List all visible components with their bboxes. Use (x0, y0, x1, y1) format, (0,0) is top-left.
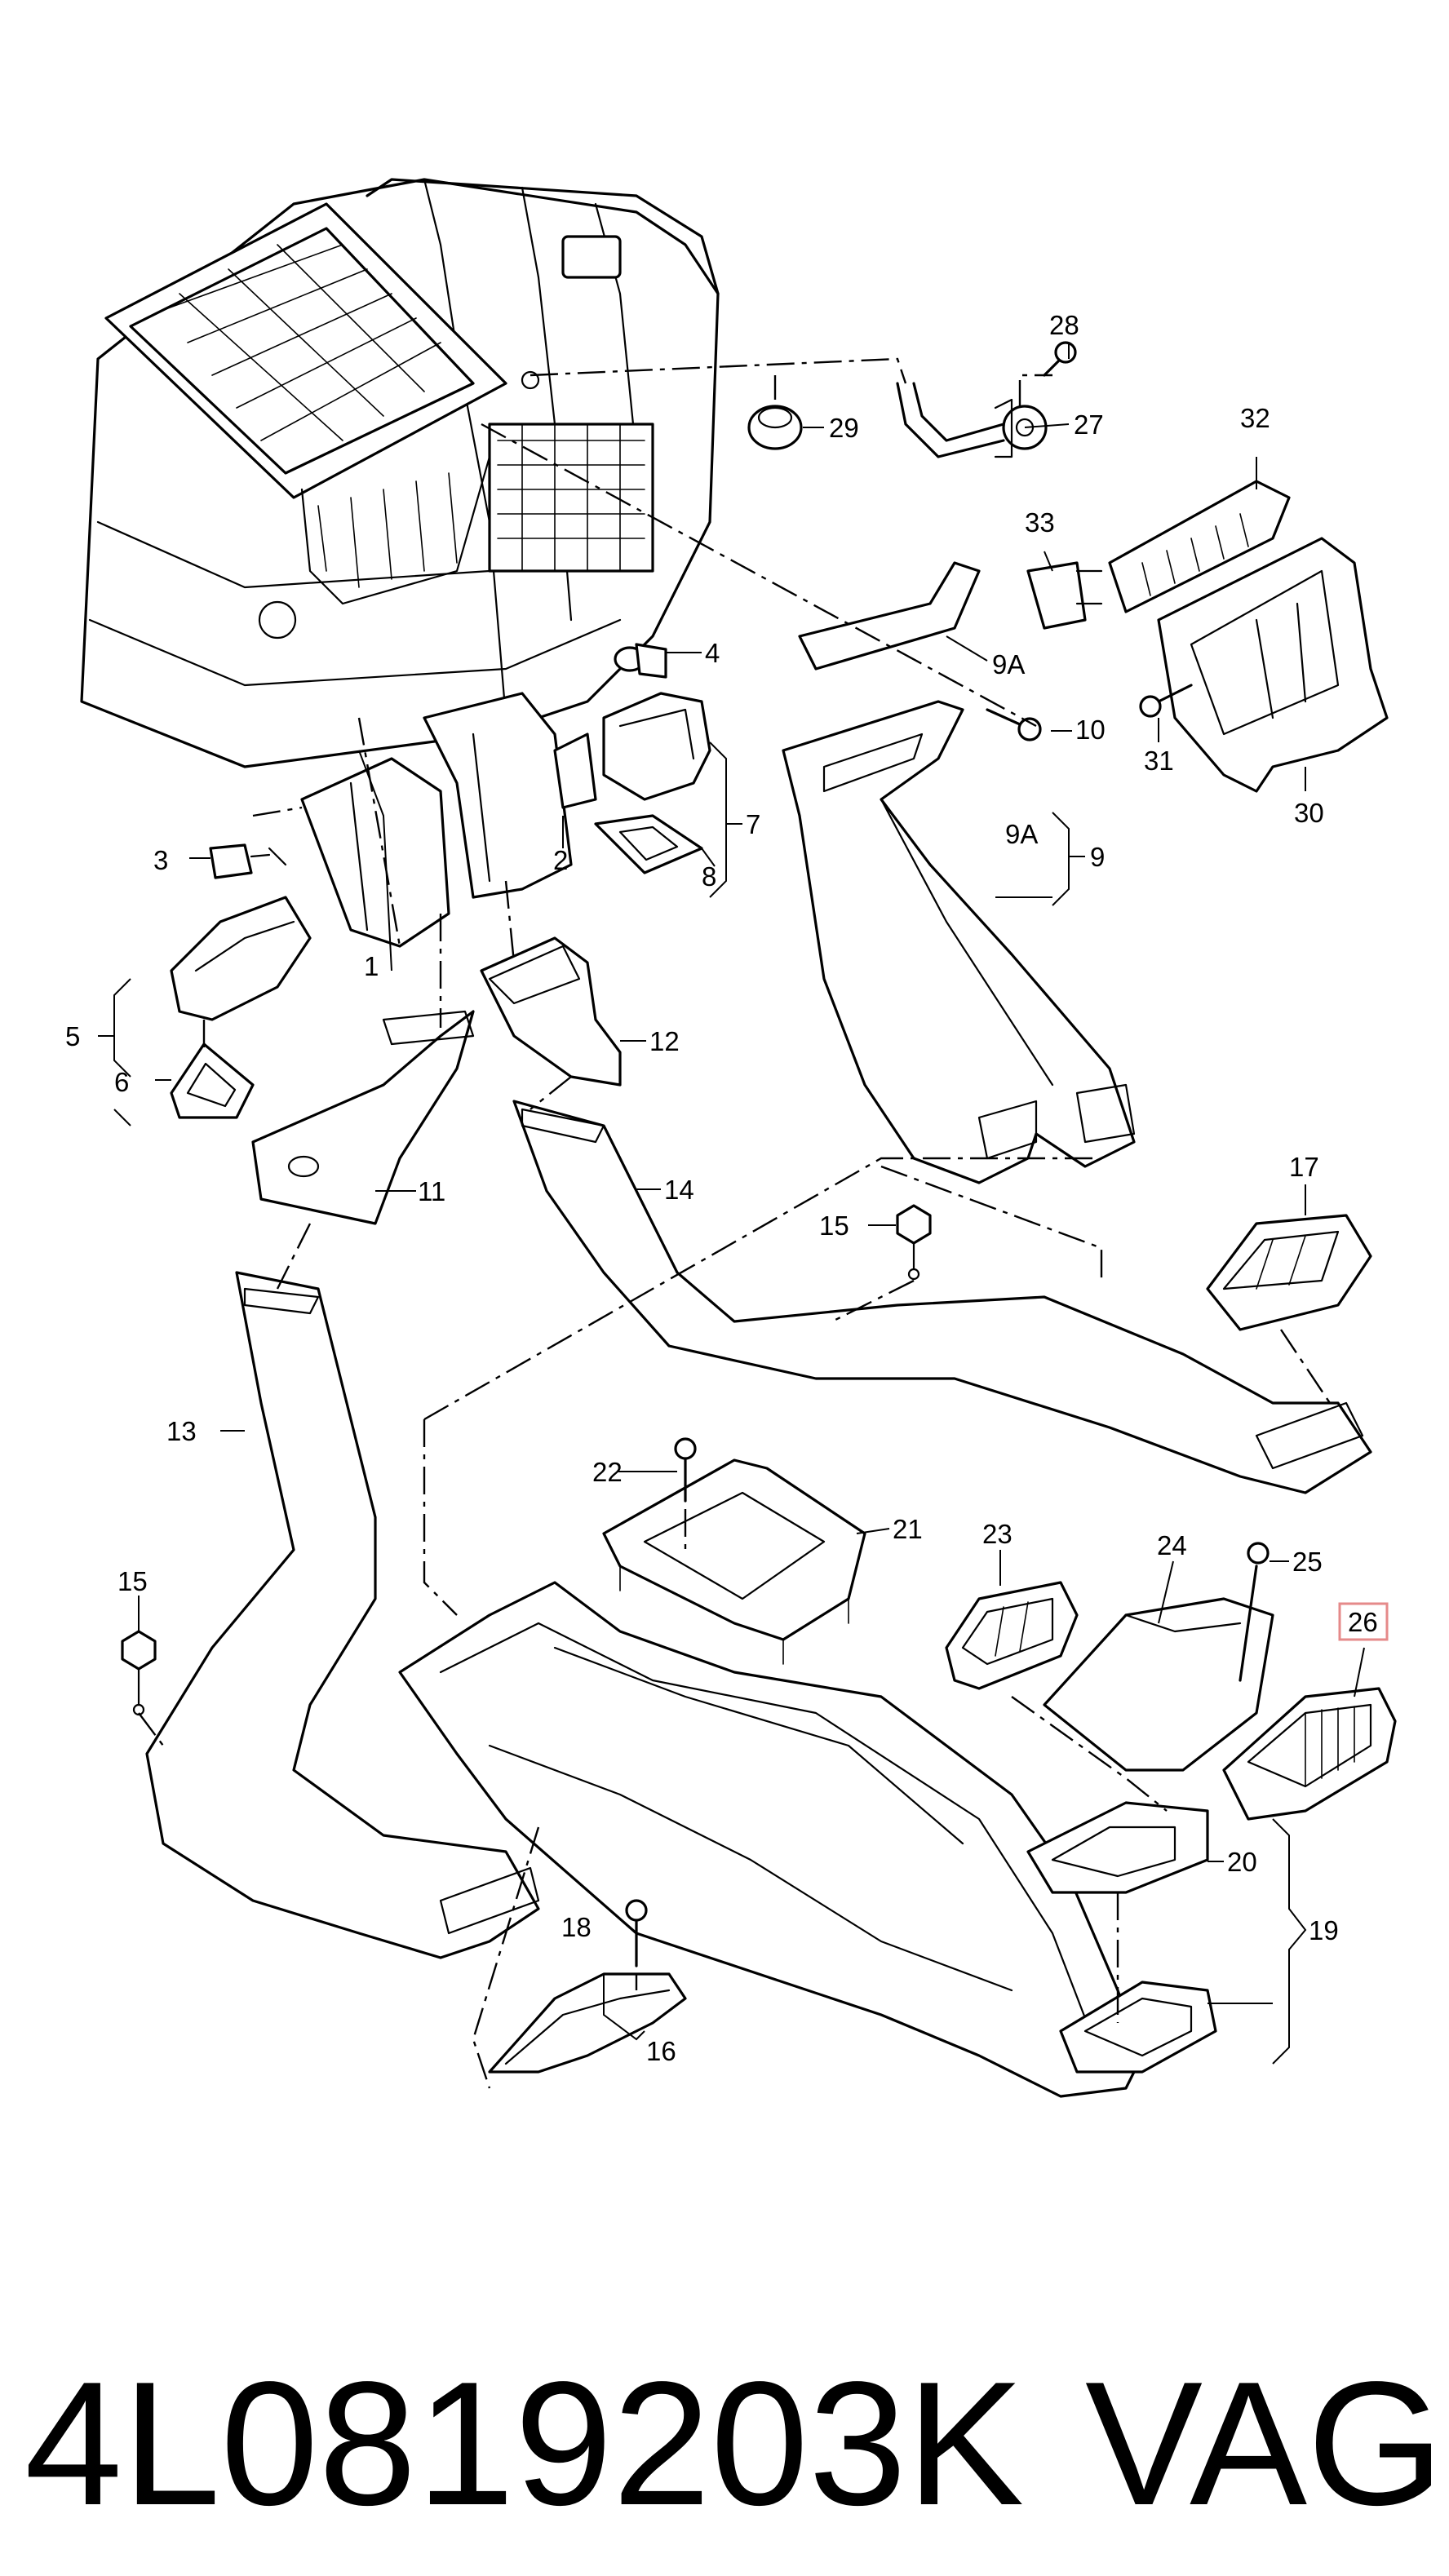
part-9-duct (782, 700, 1136, 1184)
callout-1: 1 (364, 951, 379, 981)
part-8-seal (594, 814, 703, 874)
heater-housing (80, 178, 720, 768)
part-4-sensor (586, 643, 667, 703)
part-19-floor-duct (398, 1581, 1144, 2098)
callout-10: 10 (1075, 715, 1106, 745)
callout-26: 26 (1348, 1607, 1378, 1637)
center-duct-assembly (300, 692, 597, 948)
part-10-screw (986, 708, 1042, 741)
callout-18: 18 (561, 1912, 592, 1942)
callout-9a-upper: 9A (992, 649, 1025, 679)
callout-22: 22 (592, 1457, 623, 1487)
part-17-vent (1206, 1214, 1372, 1331)
part-14-duct (512, 1100, 1372, 1494)
callout-31: 31 (1144, 746, 1174, 776)
callout-13: 13 (166, 1416, 197, 1446)
part-3-sensor (209, 843, 287, 879)
part-5-duct (170, 896, 312, 1021)
callout-24: 24 (1157, 1530, 1187, 1560)
callout-27: 27 (1074, 409, 1104, 440)
callout-labels: 1 2 3 4 5 6 7 8 9A 9A 9 10 11 12 13 14 1… (65, 310, 1389, 2066)
callout-19: 19 (1309, 1915, 1339, 1945)
part-number: 4L0819203K (24, 2344, 1024, 2542)
assembly-lines (138, 357, 1331, 2089)
callout-16: 16 (646, 2036, 676, 2066)
callout-9a-lower: 9A (1005, 819, 1038, 849)
brand-name: VAG (1085, 2344, 1444, 2542)
part-13-duct (145, 1271, 540, 1959)
callout-15-upper: 15 (819, 1211, 849, 1241)
part-32-vent (1108, 480, 1291, 613)
callout-17: 17 (1289, 1152, 1319, 1182)
hose (896, 382, 1005, 458)
callout-33: 33 (1025, 507, 1055, 538)
callout-32: 32 (1240, 403, 1270, 433)
callout-8: 8 (702, 861, 716, 892)
part-30-vent-housing (1157, 537, 1389, 793)
part-20-seal (1026, 1801, 1209, 1894)
callout-15-lower: 15 (117, 1566, 148, 1596)
part-15-nut-lower (121, 1630, 157, 1716)
callout-28: 28 (1049, 310, 1079, 340)
callout-3: 3 (153, 845, 168, 875)
callout-12: 12 (649, 1026, 680, 1056)
part-33-switch (1026, 561, 1103, 630)
callout-30: 30 (1294, 798, 1324, 828)
callout-26-highlight (1338, 1602, 1389, 1641)
part-24-trim (1043, 1597, 1274, 1772)
callout-4: 4 (705, 638, 720, 668)
part-16-duct (488, 1972, 687, 2074)
leader-lines (98, 343, 1365, 2065)
part-18-screw (625, 1899, 648, 1967)
part-12-duct (480, 936, 622, 1087)
part-27-actuator (994, 398, 1048, 458)
callout-2: 2 (553, 845, 568, 875)
part-6-seal (170, 1042, 255, 1119)
callout-23: 23 (982, 1519, 1013, 1549)
part-28-screw (1043, 341, 1077, 377)
part-26-rear-vent (1222, 1687, 1397, 1821)
part-23-vent (945, 1581, 1079, 1690)
callout-11: 11 (418, 1176, 445, 1206)
callout-5: 5 (65, 1021, 80, 1051)
part-9a-upper-duct (798, 561, 981, 671)
part-31-screw (1139, 684, 1193, 718)
part-29-grommet (747, 405, 803, 450)
callout-9: 9 (1090, 842, 1105, 872)
callout-25: 25 (1292, 1547, 1323, 1577)
callout-21: 21 (893, 1514, 923, 1544)
callout-29: 29 (829, 413, 859, 443)
callout-20: 20 (1227, 1847, 1257, 1877)
part-11-duct (251, 1010, 475, 1225)
part-7-duct (602, 692, 711, 801)
part-22-screw (674, 1437, 697, 1503)
callout-14: 14 (664, 1175, 694, 1205)
part-15-nut-upper (896, 1204, 932, 1281)
callout-6: 6 (114, 1067, 129, 1097)
lower-duct-outlet (1059, 1981, 1217, 2074)
callout-7: 7 (746, 809, 760, 839)
part-25-screw (1239, 1542, 1270, 1682)
part-21-bracket (602, 1458, 866, 1665)
